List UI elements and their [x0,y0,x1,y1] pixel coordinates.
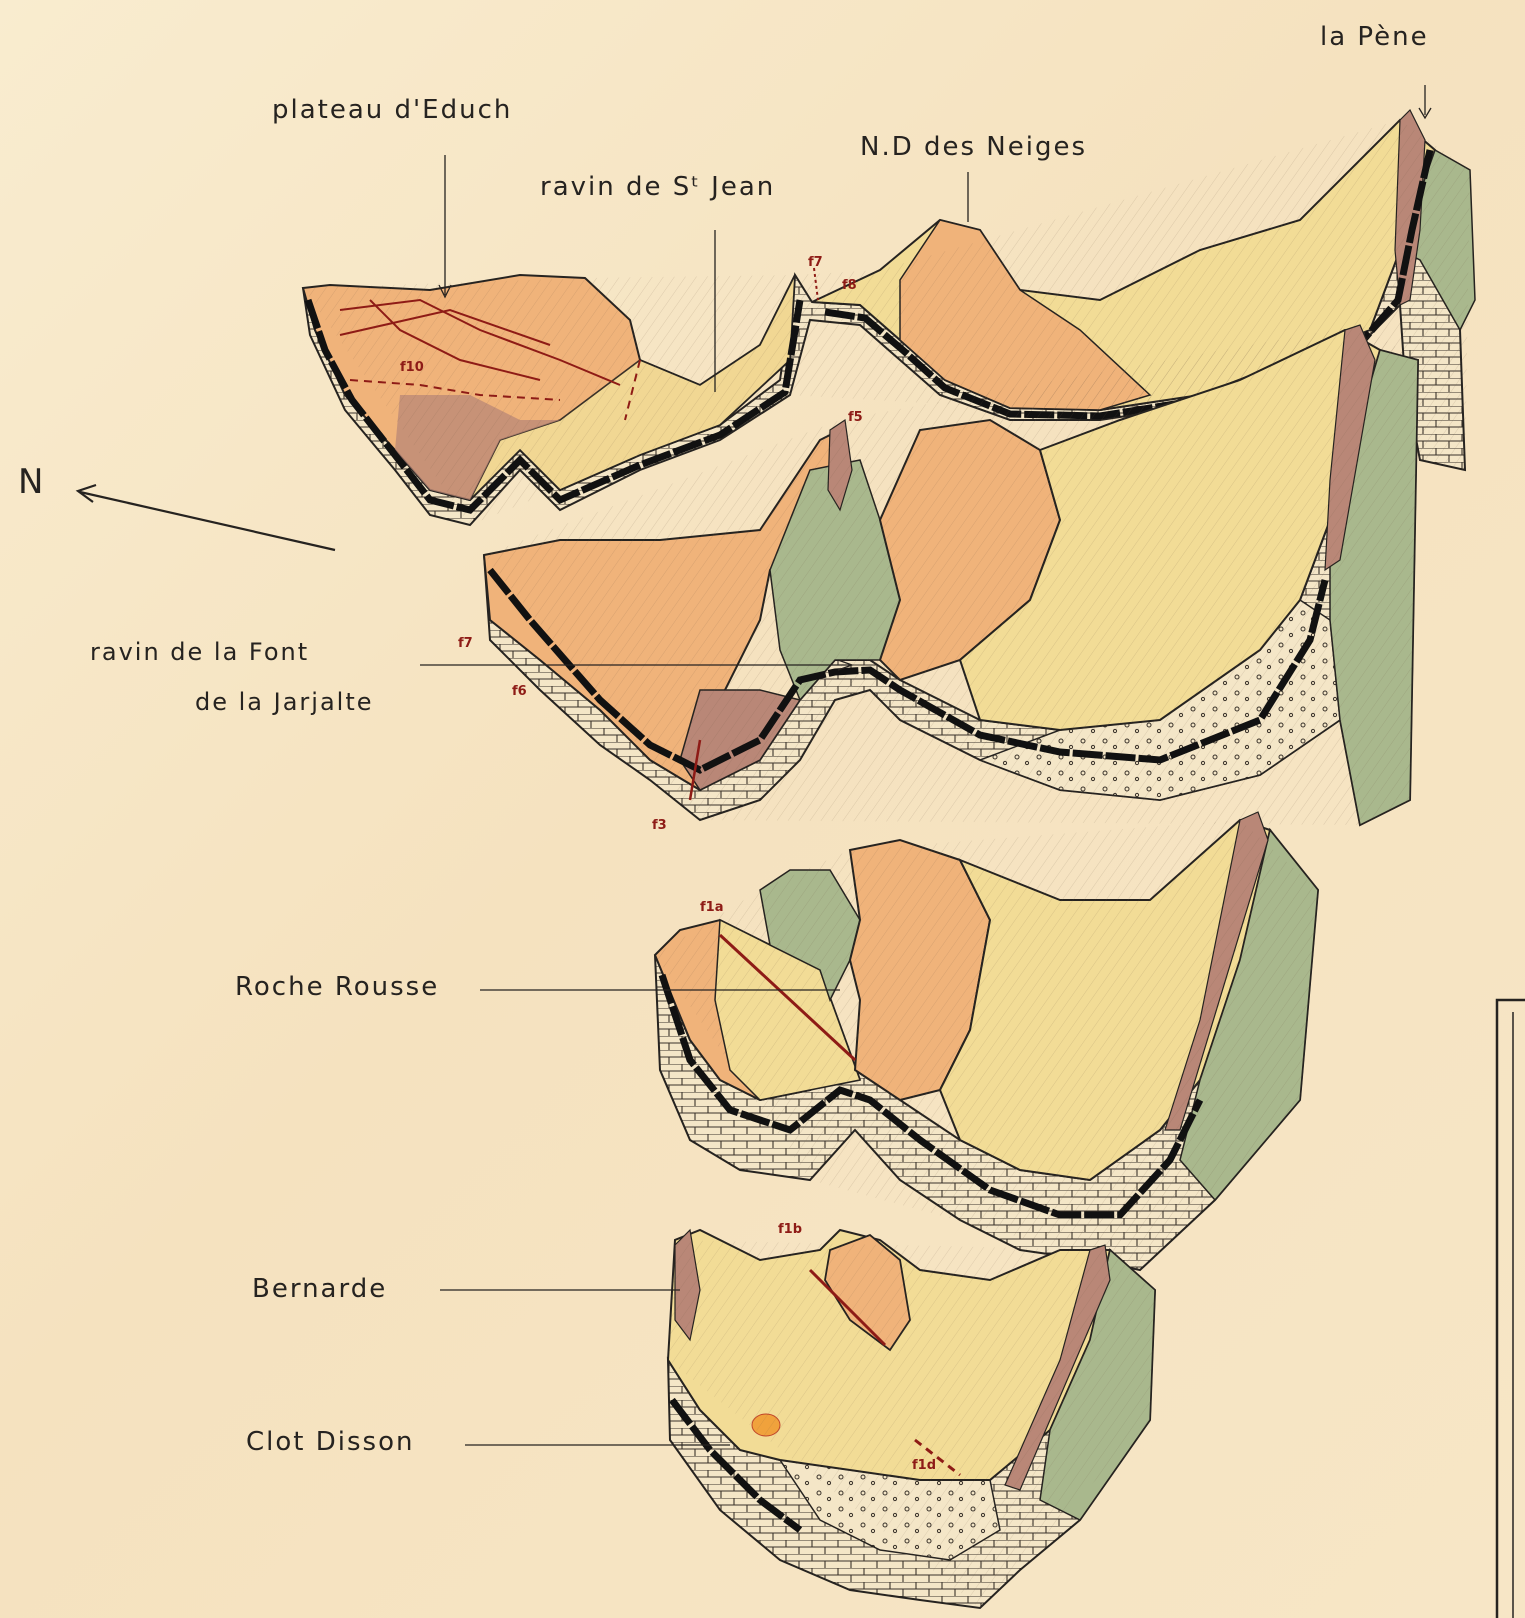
fault-label-f5: f5 [848,410,863,425]
legend-frame [1497,1000,1525,1618]
label-ravin-st-jean: ravin de Sᵗ Jean [540,172,775,202]
north-arrow [78,485,335,550]
fault-label-f1a: f1a [700,900,723,915]
label-clot-disson: Clot Disson [246,1427,414,1457]
label-jarjalte: de la Jarjalte [195,688,374,716]
fault-label-f1b: f1b [778,1222,802,1237]
label-bernarde: Bernarde [252,1274,387,1304]
label-nd-des-neiges: N.D des Neiges [860,132,1087,162]
fault-label-f7: f7 [458,636,473,651]
block-4-bernarde [440,1230,1155,1608]
label-ravin-font: ravin de la Font [90,638,309,666]
fault-label-f6: f6 [512,684,527,699]
label-la-pene: la Pène [1320,22,1429,52]
fault-label-f3: f3 [652,818,667,833]
label-plateau-educh: plateau d'Educh [272,95,512,125]
label-roche-rousse: Roche Rousse [235,972,439,1002]
fault-label-f8: f8 [842,278,857,293]
fault-label-f10: f10 [400,360,424,375]
fault-label-f7-top: f7 [808,255,823,270]
block-3-roche-rousse [480,812,1318,1270]
fault-label-f1d: f1d [912,1458,936,1473]
label-north: N [18,462,43,502]
